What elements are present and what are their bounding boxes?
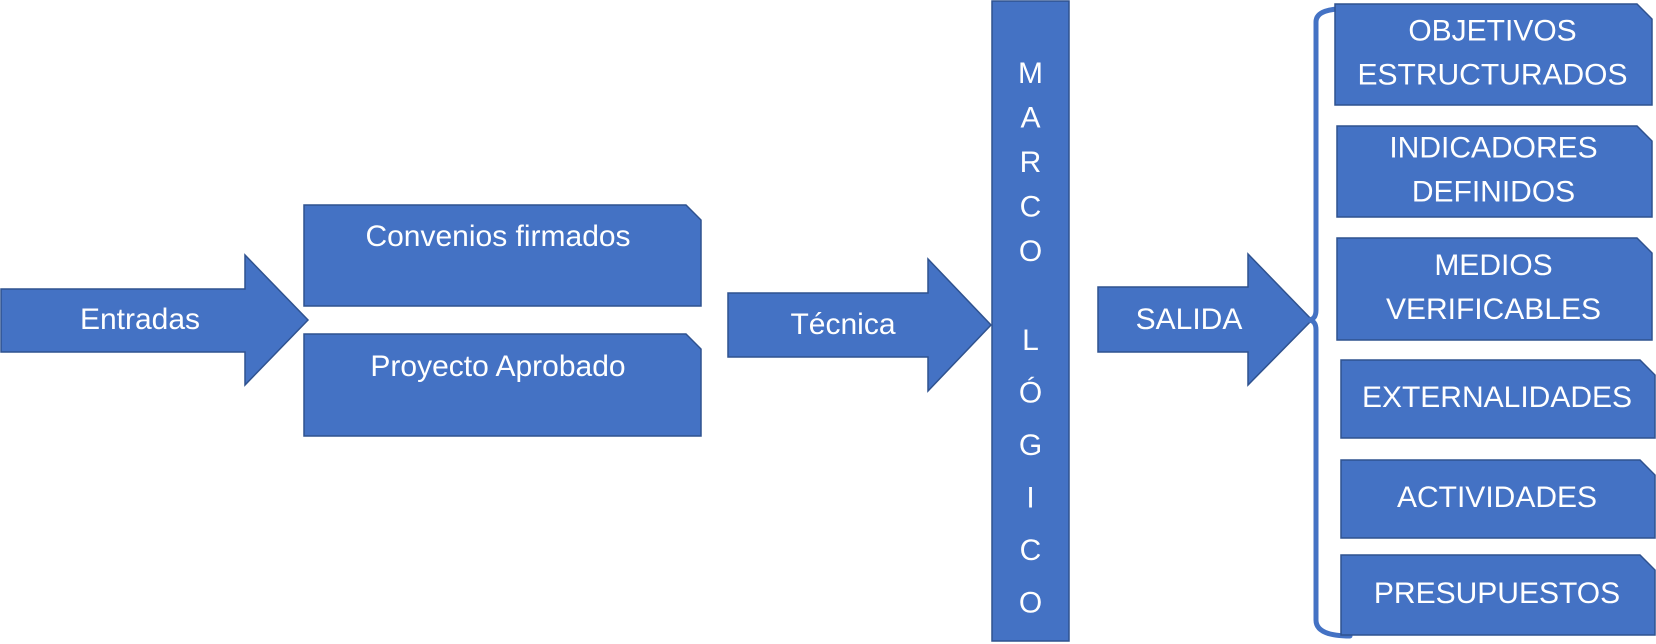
output-boxes: OBJETIVOS ESTRUCTURADOS INDICADORES DEFINID… <box>1334 3 1656 636</box>
marco-logico-letter: A <box>1020 101 1040 134</box>
output-box: MEDIOS VERIFICABLES <box>1336 237 1653 341</box>
convenios-label: Convenios firmados <box>365 220 630 253</box>
convenios-box: Convenios firmados <box>303 204 702 307</box>
proyecto-box: Proyecto Aprobado <box>303 333 702 437</box>
salida-arrow: SALIDA <box>1097 252 1314 387</box>
marco-logico-letter: R <box>1020 146 1042 179</box>
output-box-label: INDICADORES <box>1389 131 1597 164</box>
marco-logico-letter: O <box>1019 235 1042 268</box>
tecnica-label: Técnica <box>790 308 895 341</box>
output-box-label: MEDIOS <box>1434 249 1552 282</box>
output-box-shape <box>1340 359 1656 439</box>
marco-logico-letter: C <box>1020 534 1042 567</box>
marco-logico-letter: O <box>1019 586 1042 619</box>
marco-logico-letter: Ó <box>1019 376 1042 409</box>
output-box-shape <box>1334 3 1653 106</box>
output-box: OBJETIVOS ESTRUCTURADOS <box>1334 3 1653 106</box>
output-box-shape <box>1340 554 1656 636</box>
marco-logico-letter: M <box>1018 57 1043 90</box>
output-box-label: OBJETIVOS <box>1408 14 1576 47</box>
marco-logico-letter: I <box>1026 481 1034 514</box>
tecnica-arrow: Técnica <box>727 257 993 393</box>
entradas-arrow: Entradas <box>0 253 310 387</box>
output-box-shape <box>1336 125 1653 218</box>
output-box: EXTERNALIDADES <box>1340 359 1656 439</box>
output-bracket <box>1305 6 1356 639</box>
marco-logico-letter: C <box>1020 190 1042 223</box>
entradas-label: Entradas <box>80 303 200 336</box>
output-box-label: EXTERNALIDADES <box>1362 381 1632 414</box>
output-box: PRESUPUESTOS <box>1340 554 1656 636</box>
output-box-label: VERIFICABLES <box>1386 293 1601 326</box>
output-box-label: ACTIVIDADES <box>1397 481 1597 514</box>
proyecto-label: Proyecto Aprobado <box>370 350 625 383</box>
salida-label: SALIDA <box>1136 303 1243 336</box>
output-box-shape <box>1336 237 1653 341</box>
output-box: ACTIVIDADES <box>1340 459 1656 539</box>
marco-logico-letter: G <box>1019 429 1042 462</box>
output-box-label: ESTRUCTURADOS <box>1357 58 1627 91</box>
output-box-shape <box>1340 459 1656 539</box>
output-box: INDICADORES DEFINIDOS <box>1336 125 1653 218</box>
output-box-label: DEFINIDOS <box>1412 175 1575 208</box>
output-box-label: PRESUPUESTOS <box>1374 577 1620 610</box>
marco-logico-letter: L <box>1022 324 1039 357</box>
